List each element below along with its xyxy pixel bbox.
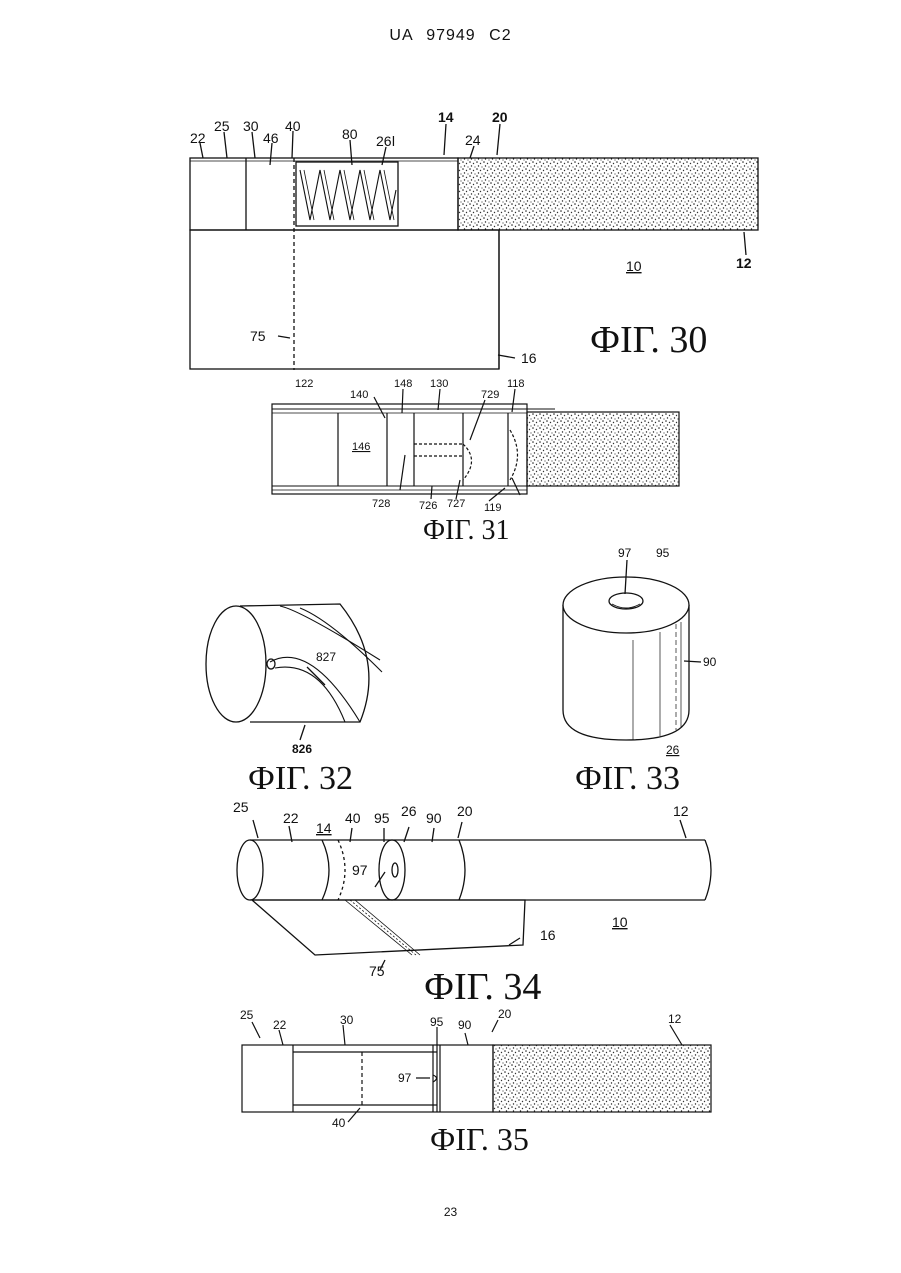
fig30-label-75: 75 [250,328,266,344]
fig35-title: ФІГ. 35 [430,1121,529,1158]
fig35-label-30: 30 [340,1013,354,1027]
fig31-label-728: 728 [372,498,390,510]
fig30-label-46: 46 [263,130,279,146]
fig30-label-26: 26ǀ [376,133,395,149]
fig30-filler-rod [458,158,758,230]
fig30-title: ФІГ. 30 [590,318,707,362]
fig31-filler-rod [527,412,679,486]
fig30-label-80: 80 [342,126,358,142]
fig31-label-130: 130 [430,378,448,390]
fig30-label-20: 20 [492,109,508,125]
fig30-label-25: 25 [214,118,230,134]
fig33-label-97: 97 [618,546,632,560]
fig30-label-40: 40 [285,118,301,134]
fig35-label-95: 95 [430,1015,444,1029]
fig31-label-726: 726 [419,500,437,512]
fig31-title: ФІГ. 31 [423,515,509,547]
fig34-label-12: 12 [673,803,689,819]
fig34-label-75: 75 [369,963,385,979]
fig34-title: ФІГ. 34 [424,965,541,1009]
fig32-label-826: 826 [292,742,312,756]
fig31-label-148: 148 [394,378,412,390]
fig34-label-40: 40 [345,810,361,826]
fig35-label-90: 90 [458,1018,472,1032]
fig34-label-10: 10 [612,914,628,930]
fig30-filter-body [190,158,458,230]
fig30-label-24: 24 [465,132,481,148]
fig33-label-95: 95 [656,546,670,560]
fig31-label-122: 122 [295,378,313,390]
fig35-label-97: 97 [398,1071,412,1085]
fig30-label-12: 12 [736,255,752,271]
fig34-label-97: 97 [352,862,368,878]
fig31-label-729: 729 [481,389,499,401]
fig31-drawing [272,389,679,501]
fig30-label-22: 22 [190,130,206,146]
fig35-drawing [242,1020,711,1122]
page-number: 23 [0,1205,901,1219]
fig31-label-727: 727 [447,498,465,510]
fig32-label-827: 827 [316,650,336,664]
fig33-label-90: 90 [703,655,717,669]
fig34-label-16: 16 [540,927,556,943]
fig34-label-22: 22 [283,810,299,826]
fig33-title: ФІГ. 33 [575,760,680,798]
fig35-label-40: 40 [332,1116,346,1130]
fig30-label-16: 16 [521,350,537,366]
fig30-label-10: 10 [626,258,642,274]
fig34-label-90: 90 [426,810,442,826]
fig35-label-22: 22 [273,1018,287,1032]
fig34-label-14: 14 [316,820,332,836]
fig35-filler-rod [493,1045,711,1112]
fig35-label-12: 12 [668,1012,682,1026]
fig34-drawing [237,820,711,970]
fig32-title: ФІГ. 32 [248,760,353,798]
fig31-label-119: 119 [484,502,502,514]
fig32-drawing [206,604,382,740]
fig31-label-140: 140 [350,389,368,401]
fig30-label-30: 30 [243,118,259,134]
fig31-label-118: 118 [507,378,525,390]
fig32-labels: 827 826 [292,650,336,756]
fig30-spring-cavity [296,162,398,226]
fig35-label-20: 20 [498,1007,512,1021]
fig34-label-95: 95 [374,810,390,826]
fig35-label-25: 25 [240,1008,254,1022]
fig33-drawing [563,560,701,740]
fig33-label-26: 26 [666,743,680,757]
fig34-label-26: 26 [401,803,417,819]
fig34-label-25: 25 [233,799,249,815]
fig31-label-146: 146 [352,441,370,453]
fig30-tipping-paper [190,230,499,369]
fig30-label-14: 14 [438,109,454,125]
fig34-label-20: 20 [457,803,473,819]
